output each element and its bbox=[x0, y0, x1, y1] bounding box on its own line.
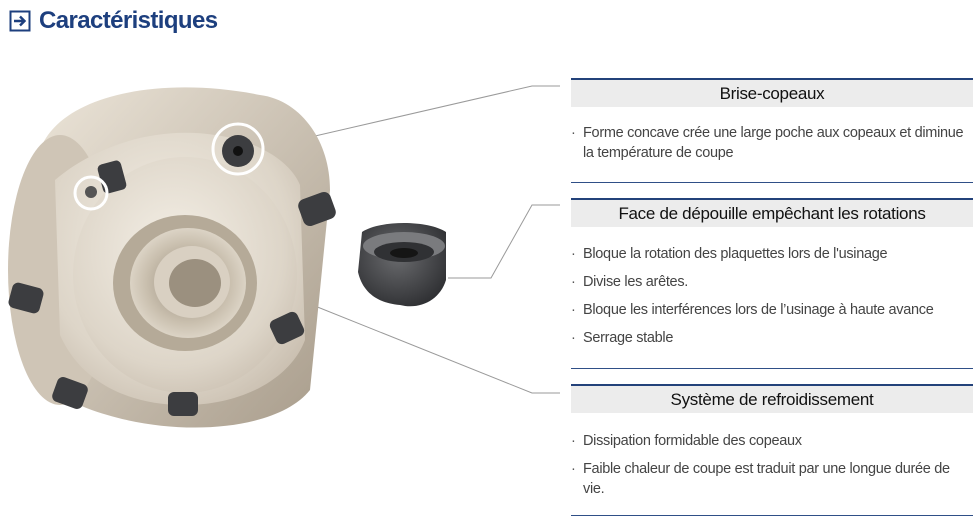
panel-divider bbox=[571, 368, 973, 369]
milling-cutter-illustration bbox=[8, 85, 560, 428]
panel-divider bbox=[571, 515, 973, 516]
bullet-item: Dissipation formidable des copeaux bbox=[571, 431, 969, 451]
cutting-insert bbox=[358, 223, 446, 307]
bullet-item: Bloque la rotation des plaquettes lors d… bbox=[571, 244, 969, 264]
panel-cooling-system: Système de refroidissement Dissipation f… bbox=[571, 384, 973, 516]
section-header: Caractéristiques bbox=[9, 6, 218, 36]
panel-anti-rotation-face: Face de dépouille empêchant les rotation… bbox=[571, 198, 973, 369]
arrow-into-box-icon bbox=[9, 10, 31, 32]
bullet-item: Faible chaleur de coupe est traduit par … bbox=[571, 459, 969, 499]
bullet-list: Dissipation formidable des copeaux Faibl… bbox=[571, 431, 973, 499]
bullet-item: Forme concave crée une large poche aux c… bbox=[571, 123, 969, 163]
bullet-list: Bloque la rotation des plaquettes lors d… bbox=[571, 244, 973, 348]
bullet-list: Forme concave crée une large poche aux c… bbox=[571, 123, 973, 163]
panel-divider bbox=[571, 182, 973, 183]
panel-title: Système de refroidissement bbox=[571, 384, 973, 413]
panel-title: Face de dépouille empêchant les rotation… bbox=[571, 198, 973, 227]
bullet-item: Serrage stable bbox=[571, 328, 969, 348]
bullet-item: Divise les arêtes. bbox=[571, 272, 969, 292]
panel-chip-breaker: Brise-copeaux Forme concave crée une lar… bbox=[571, 78, 973, 183]
bullet-item: Bloque les interférences lors de l’usina… bbox=[571, 300, 969, 320]
panel-title: Brise-copeaux bbox=[571, 78, 973, 107]
page-title: Caractéristiques bbox=[39, 7, 218, 34]
